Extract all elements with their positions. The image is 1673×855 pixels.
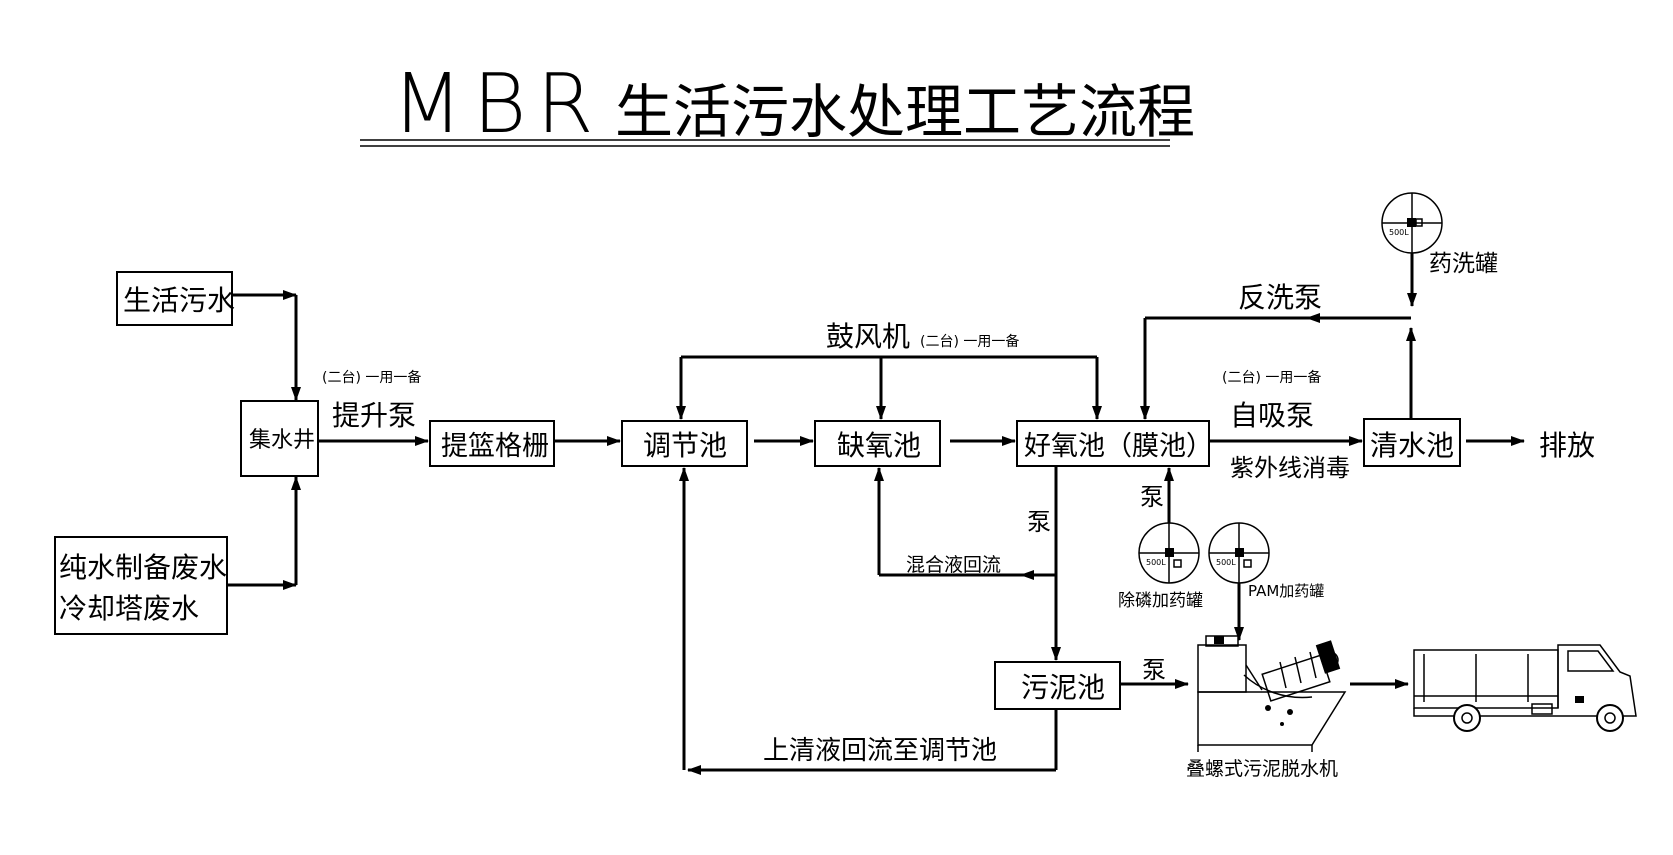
industrial-wastewater-box [54,536,228,635]
mixed-liquor-return-label: 混合液回流 [906,554,1001,576]
chem-wash-tank-label: 药洗罐 [1429,251,1498,277]
sludge-truck-icon [1413,644,1637,732]
basket-screen-box [429,420,555,467]
collection-well-label: 集水井 [249,428,315,453]
phos-dosing-tank-label: 除磷加药罐 [1118,591,1203,611]
domestic-sewage-label: 生活污水 [123,284,235,317]
equalization-tank-box [621,420,748,467]
equalization-tank-label: 调节池 [643,429,727,462]
uv-disinfection-label: 紫外线消毒 [1230,454,1350,482]
collection-well-box [240,400,319,477]
phosphorus-dosing-tank-icon: 500L [1138,522,1200,584]
blower-label: 鼓风机 [826,320,910,353]
self-priming-units-label: (二台) 一用一备 [1222,369,1321,386]
screw-press-label: 叠螺式污泥脱水机 [1186,758,1338,780]
chem-wash-tank-volume: 500L [1389,228,1409,237]
blower-units-label: (二台) 一用一备 [920,333,1019,350]
title: MBR 生活污水处理工艺流程 [360,57,1195,152]
clear-water-tank-label: 清水池 [1370,429,1454,462]
screw-press-icon [1197,635,1347,752]
basket-screen-label: 提篮格栅 [441,431,549,462]
aerobic-membrane-tank-label: 好氧池（膜池） [1024,431,1213,462]
phos-tank-volume: 500L [1146,558,1166,567]
aerobic-pump-label: 泵 [1027,508,1051,536]
pure-water-wastewater-label: 纯水制备废水 [59,551,227,584]
pam-dosing-tank-label: PAM加药罐 [1248,582,1324,600]
lift-pump-label: 提升泵 [332,399,416,432]
aerobic-membrane-tank-box [1016,420,1210,467]
discharge-label: 排放 [1539,429,1595,462]
domestic-sewage-box [116,271,233,326]
cooling-tower-wastewater-label: 冷却塔废水 [59,592,199,625]
anoxic-tank-label: 缺氧池 [837,429,921,462]
sludge-tank-label: 污泥池 [1021,671,1105,704]
supernatant-return-label: 上清液回流至调节池 [763,736,997,766]
dosing-pump-label: 泵 [1140,483,1164,511]
anoxic-tank-box [814,420,941,467]
backwash-pump-label: 反洗泵 [1238,281,1322,314]
title-latin: MBR [392,57,603,152]
title-cjk: 生活污水处理工艺流程 [615,78,1195,146]
pam-tank-volume: 500L [1216,558,1236,567]
lift-pump-units-label: (二台) 一用一备 [322,369,421,386]
sludge-pump-label: 泵 [1142,656,1166,684]
self-priming-pump-label: 自吸泵 [1230,399,1314,432]
pam-dosing-tank-icon: 500L [1208,522,1270,584]
chem-wash-tank-icon: 500L [1381,192,1443,254]
